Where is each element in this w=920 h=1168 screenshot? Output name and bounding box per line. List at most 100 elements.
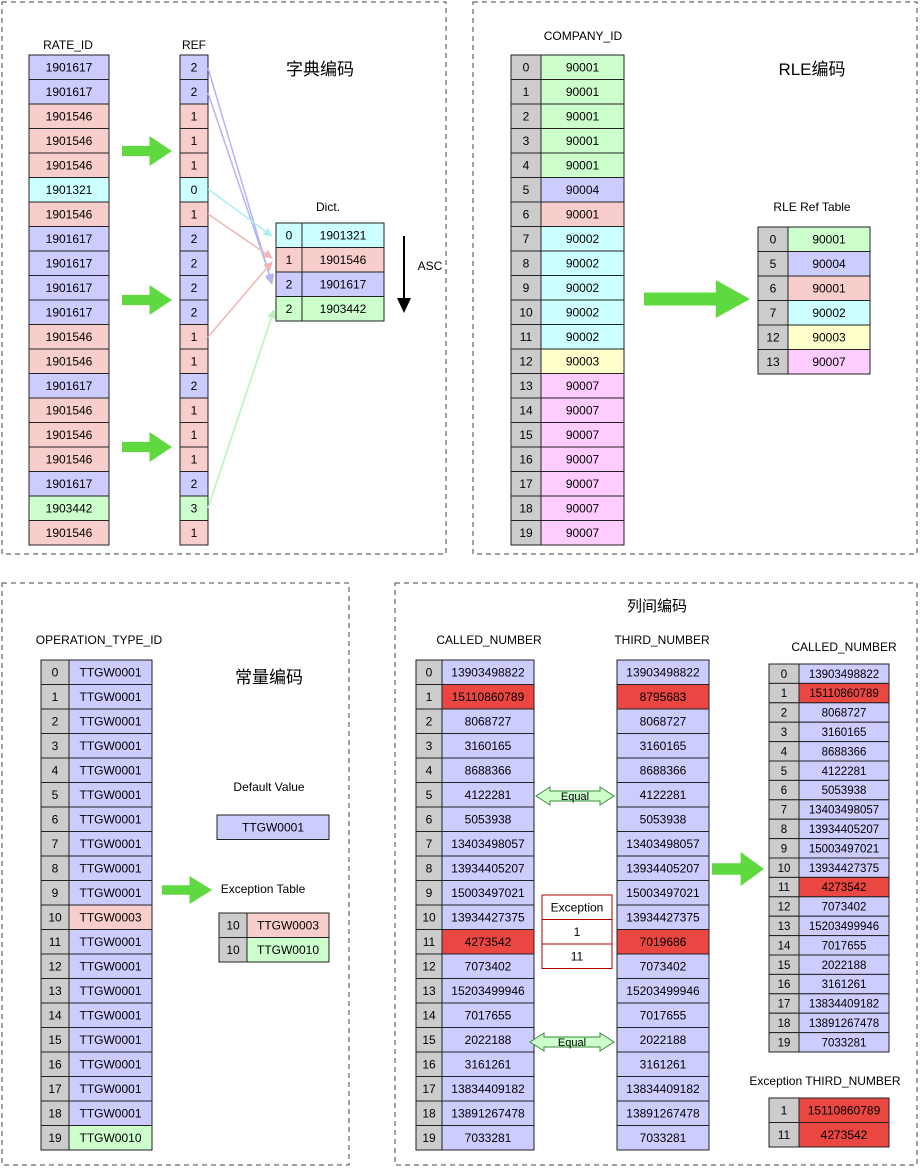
called-index-cell-text: 3 — [426, 739, 433, 753]
operation-type-cell: TTGW0001 — [68, 880, 153, 906]
dict-value-cell: 1903442 — [301, 296, 385, 322]
called-index-cell: 17 — [415, 1076, 443, 1102]
result-called-cell: 7073402 — [798, 896, 890, 917]
result-called-cell: 8688366 — [798, 741, 890, 762]
ref-header: REF — [182, 38, 206, 52]
ref-cell: 2 — [179, 275, 209, 301]
dict-green-arrow — [122, 432, 172, 462]
exception-box-cell-text: 11 — [571, 950, 584, 964]
exception-index-cell-text: 10 — [226, 919, 240, 933]
ref-cell-text: 0 — [191, 183, 198, 197]
exception-value-cell-text: TTGW0010 — [257, 943, 319, 957]
result-index-cell-text: 16 — [778, 979, 791, 991]
exception-box-cell: Exception — [541, 894, 613, 920]
result-called-cell-text: 15203499946 — [809, 921, 879, 933]
result-index-cell: 7 — [768, 799, 800, 820]
third-number-cell: 7019686 — [616, 929, 710, 955]
rle-index-cell-text: 7 — [523, 232, 530, 246]
called-number-cell: 13934427375 — [441, 904, 535, 930]
exception-third-value-cell: 4273542 — [798, 1122, 890, 1148]
operation-type-cell-text: TTGW0001 — [79, 935, 141, 949]
third-number-cell: 13891267478 — [616, 1100, 710, 1126]
called-index-cell: 15 — [415, 1027, 443, 1053]
third-number-cell: 7073402 — [616, 953, 710, 979]
third-number-cell-text: 2022188 — [640, 1033, 687, 1047]
rate-id-cell-text: 1901546 — [46, 404, 93, 418]
called-index-cell-text: 18 — [422, 1107, 436, 1121]
constant-index-cell-text: 1 — [52, 690, 59, 704]
result-called-cell: 3161261 — [798, 973, 890, 995]
rle-ref-value-cell: 90002 — [787, 300, 871, 326]
called-number-cell: 13891267478 — [441, 1100, 535, 1126]
result-index-cell: 4 — [768, 741, 800, 762]
called-number-cell-text: 13891267478 — [451, 1107, 525, 1121]
rle-index-cell-text: 18 — [519, 502, 533, 516]
called-number-cell-text: 13403498057 — [451, 837, 525, 851]
called-index-cell-text: 10 — [422, 911, 436, 925]
rle-ref-index-cell-text: 5 — [770, 257, 777, 271]
dict-value-cell-text: 1901617 — [320, 278, 367, 292]
rle-ref-value-cell: 90001 — [787, 226, 871, 252]
operation-type-cell: TTGW0001 — [68, 684, 153, 710]
ref-cell: 1 — [179, 520, 209, 546]
exception-third-value-cell-text: 15110860789 — [808, 1104, 881, 1118]
third-number-cell-text: 7073402 — [640, 960, 687, 974]
company-id-cell-text: 90007 — [566, 502, 600, 516]
result-called-cell: 13934427375 — [798, 857, 890, 878]
result-called-cell-text: 4273542 — [822, 882, 867, 894]
company-id-cell: 90001 — [540, 201, 625, 227]
ref-cell: 2 — [179, 373, 209, 399]
inter-column-title: 列间编码 — [627, 598, 687, 615]
ref-cell: 1 — [179, 103, 209, 129]
rle-ref-index-cell-text: 12 — [766, 331, 780, 345]
constant-index-cell: 3 — [40, 733, 70, 759]
called-number-cell: 7033281 — [441, 1125, 535, 1151]
rle-title: RLE编码 — [778, 60, 845, 79]
operation-type-cell-text: TTGW0001 — [79, 837, 141, 851]
equal-arrow-bottom-label: Equal — [558, 1037, 586, 1049]
operation-type-cell-text: TTGW0001 — [79, 1033, 141, 1047]
called-number-cell: 15203499946 — [441, 978, 535, 1004]
rate-id-cell: 1901546 — [28, 128, 110, 154]
rle-index-cell-text: 0 — [523, 61, 530, 75]
rate-id-header: RATE_ID — [43, 38, 93, 52]
result-index-cell: 17 — [768, 993, 800, 1014]
ref-to-dict-line — [207, 213, 273, 259]
called-index-cell: 11 — [415, 929, 443, 955]
company-id-cell-text: 90001 — [566, 85, 600, 99]
constant-index-cell-text: 6 — [52, 813, 59, 827]
third-number-cell: 2022188 — [616, 1027, 710, 1053]
called-index-cell-text: 17 — [422, 1082, 436, 1096]
rate-id-cell: 1901546 — [28, 324, 110, 350]
rate-id-cell: 1901546 — [28, 348, 110, 374]
ref-cell: 0 — [179, 177, 209, 203]
result-called-header: CALLED_NUMBER — [791, 640, 897, 654]
asc-arrow — [397, 236, 411, 313]
result-index-cell-text: 6 — [781, 785, 787, 797]
operation-type-header: OPERATION_TYPE_ID — [36, 633, 163, 647]
company-id-cell-text: 90007 — [566, 526, 600, 540]
called-number-cell-text: 4273542 — [465, 935, 512, 949]
panel-rle — [472, 1, 918, 555]
dict-value-cell-text: 1903442 — [320, 302, 367, 316]
rle-ref-value-cell-text: 90002 — [812, 306, 846, 320]
rate-id-cell-text: 1903442 — [46, 502, 93, 516]
dict-value-cell-text: 1901546 — [320, 253, 367, 267]
constant-index-cell-text: 5 — [52, 788, 59, 802]
constant-index-cell-text: 19 — [48, 1131, 62, 1145]
rle-ref-value-cell-text: 90003 — [812, 331, 846, 345]
rate-id-cell: 1901617 — [28, 250, 110, 276]
company-id-cell: 90007 — [540, 471, 625, 497]
exception-third-index-cell: 1 — [768, 1097, 800, 1123]
called-number-cell-text: 13834409182 — [451, 1082, 525, 1096]
third-number-cell: 8068727 — [616, 708, 710, 734]
ref-cell: 2 — [179, 250, 209, 276]
panel-inter-column — [394, 582, 918, 1166]
operation-type-cell: TTGW0001 — [68, 1076, 153, 1102]
ref-cell-text: 2 — [191, 477, 198, 491]
result-index-cell: 16 — [768, 973, 800, 995]
dict-index-cell: 2 — [275, 271, 303, 297]
called-index-cell-text: 15 — [422, 1033, 436, 1047]
called-index-cell: 5 — [415, 782, 443, 808]
